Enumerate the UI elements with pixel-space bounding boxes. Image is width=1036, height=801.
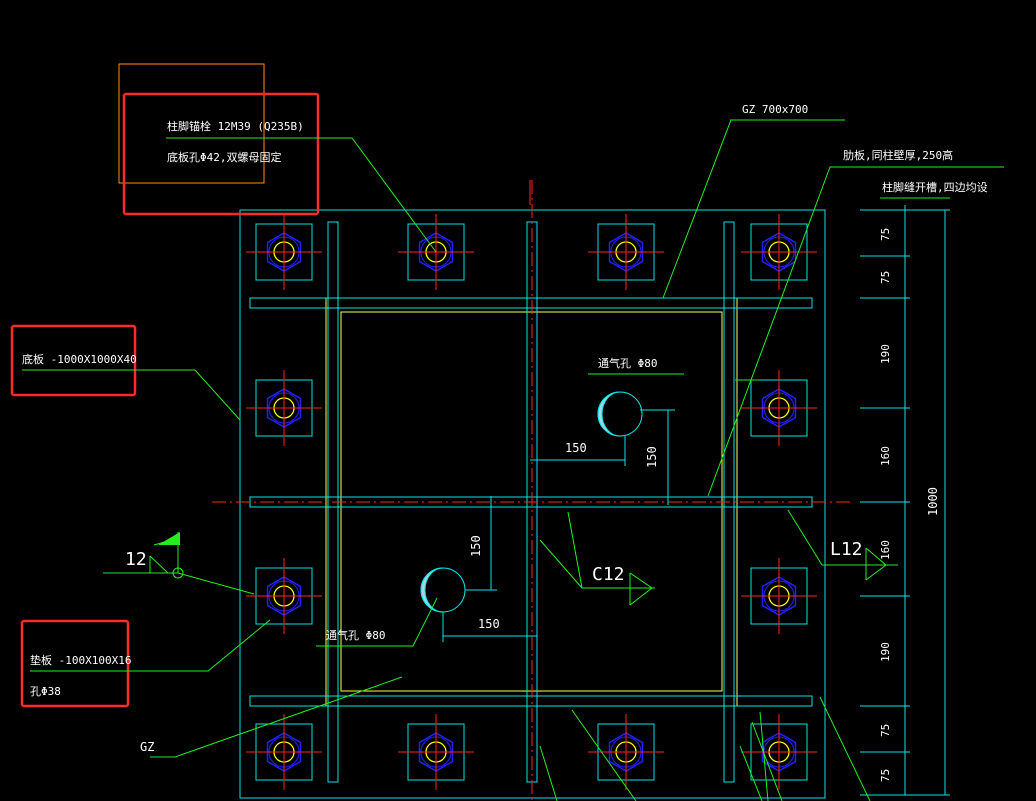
washer-label: 垫板 -100X100X16 [30,654,132,667]
right-dimension-chain [860,205,950,796]
dim-vent-top-v: 150 [645,446,659,468]
vent-hole-bottom-label: 通气孔 Φ80 [326,629,386,642]
column-size-label: GZ 700x700 [742,103,809,116]
dim-vent-top-h: 150 [565,441,587,455]
dim-right-4: 160 [879,540,892,560]
dim-right-3: 160 [879,446,892,466]
plate-hole-label: 底板孔Φ42,双螺母固定 [167,151,282,164]
anchor-bolt [246,558,322,634]
vent-hole-bottom [420,567,466,613]
anchor-bolt [588,214,664,290]
section-c12-label: C12 [592,564,625,585]
anchor-bolt [741,370,817,446]
column-tag-label: GZ [140,740,155,754]
section-12-label: 12 [125,549,147,570]
orange-reference-box [118,63,265,184]
dim-vent-bottom-v: 150 [469,535,483,557]
base-plate-label: 底板 -1000X1000X40 [22,353,137,366]
dim-right-5: 190 [879,642,892,662]
section-marker-l12 [865,547,887,581]
rib-plate-label: 肋板,同柱壁厚,250高 [843,149,954,162]
leader-lines [22,119,1004,801]
dim-right-6: 75 [879,723,892,737]
anchor-bolt [588,714,664,790]
section-marker-12 [149,532,184,579]
anchor-bolt [398,714,474,790]
anchor-bolt [246,714,322,790]
anchor-bolt [741,714,817,790]
washer-hole-label: 孔Φ38 [30,685,61,698]
dim-right-total: 1000 [926,487,940,516]
rib-groove-label: 柱脚缝开槽,四边均设 [882,181,988,194]
anchor-bolt-group [246,214,817,790]
vent-dimensions [442,409,675,642]
highlight-anchor-bolt [122,92,320,216]
dim-right-0: 75 [879,227,892,241]
section-marker-c12 [629,572,653,606]
anchor-bolt [246,370,322,446]
dim-vent-bottom-h: 150 [478,617,500,631]
rib-top [249,297,813,309]
anchor-bolt-label: 柱脚锚栓 12M39 (Q235B) [167,120,304,133]
section-l12-label: L12 [830,539,863,560]
anchor-bolt [246,214,322,290]
dim-right-7: 75 [879,768,892,782]
vent-hole-top-label: 通气孔 Φ80 [598,357,658,370]
vent-hole-top [597,391,643,437]
rib-bottom [249,695,813,707]
highlight-washer [20,619,130,708]
highlight-base-plate [10,324,137,397]
anchor-bolt [741,558,817,634]
dim-right-2: 190 [879,344,892,364]
anchor-bolt [741,214,817,290]
dim-right-1: 75 [879,270,892,284]
